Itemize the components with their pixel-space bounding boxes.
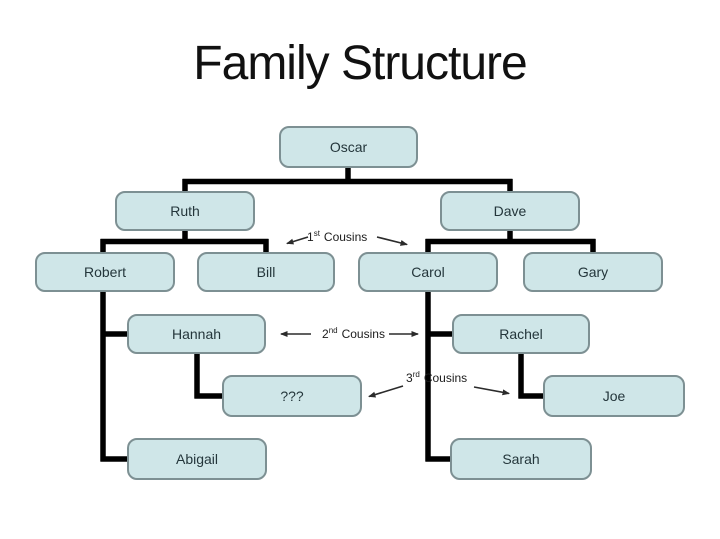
cousin-arrows xyxy=(280,236,510,398)
node-carol: Carol xyxy=(358,252,498,292)
label-third-cousins-word: Cousins xyxy=(423,371,468,385)
label-second-cousins-suffix: nd xyxy=(328,326,338,335)
node-robert: Robert xyxy=(35,252,175,292)
node-sarah: Sarah xyxy=(450,438,592,480)
node-gary: Gary xyxy=(523,252,663,292)
label-third-cousins-suffix: rd xyxy=(412,370,420,379)
label-first-cousins-ordinal: 1 xyxy=(307,230,314,244)
node-hannah: Hannah xyxy=(127,314,266,354)
node-joe: Joe xyxy=(543,375,685,417)
node-ruth: Ruth xyxy=(115,191,255,231)
label-first-cousins-suffix: st xyxy=(313,229,320,238)
node-bill: Bill xyxy=(197,252,335,292)
label-first-cousins-word: Cousins xyxy=(323,230,368,244)
connector-lines xyxy=(100,166,596,462)
node-oscar: Oscar xyxy=(279,126,418,168)
page-title: Family Structure xyxy=(193,37,527,90)
node-dave: Dave xyxy=(440,191,580,231)
third-cousins-right-arrow xyxy=(473,386,510,396)
label-third-cousins-ordinal: 3 xyxy=(406,371,413,385)
label-second-cousins-ordinal: 2 xyxy=(322,327,329,341)
node-abigail: Abigail xyxy=(127,438,267,480)
first-cousins-left-arrow xyxy=(286,236,309,245)
third-cousins-left-arrow xyxy=(368,385,404,398)
node-unknown: ??? xyxy=(222,375,362,417)
first-cousins-right-arrow xyxy=(376,236,408,246)
node-rachel: Rachel xyxy=(452,314,590,354)
label-second-cousins-word: Cousins xyxy=(341,327,385,341)
